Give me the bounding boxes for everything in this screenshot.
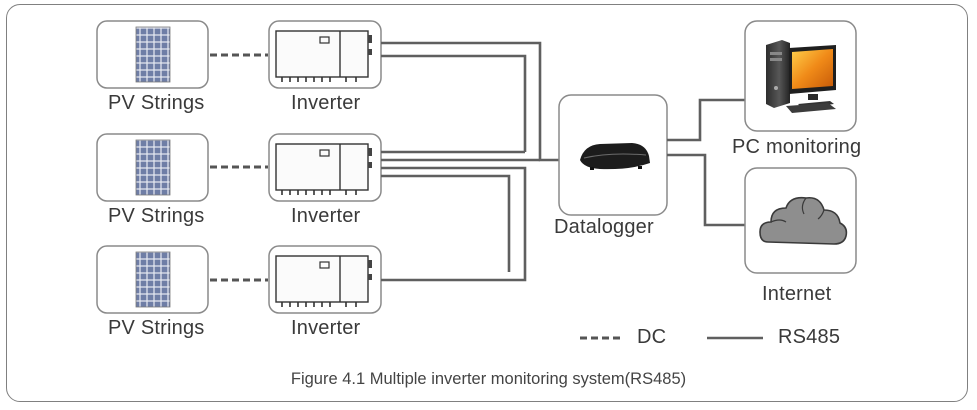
pv-string-2 bbox=[96, 133, 209, 202]
datalogger-label: Datalogger bbox=[554, 216, 654, 238]
link-pc bbox=[667, 98, 745, 142]
inverter-2 bbox=[268, 133, 382, 202]
pv-string-1 bbox=[96, 20, 209, 89]
legend-dc-label: DC bbox=[637, 326, 667, 348]
inverter-icon bbox=[275, 143, 372, 195]
datalogger-icon bbox=[580, 143, 650, 170]
pv-strings-label-2: PV Strings bbox=[108, 205, 205, 227]
link-internet bbox=[667, 153, 745, 227]
computer-icon bbox=[766, 40, 836, 113]
inverter-label-2: Inverter bbox=[291, 205, 361, 227]
rs485-link-1b bbox=[381, 54, 527, 152]
solar-panel-icon bbox=[135, 251, 171, 308]
inverter-icon bbox=[275, 30, 372, 82]
cloud-icon bbox=[759, 196, 848, 245]
inverter-label-3: Inverter bbox=[291, 317, 361, 339]
datalogger bbox=[558, 94, 668, 216]
inverter-3 bbox=[268, 245, 382, 314]
pv-string-3 bbox=[96, 245, 209, 314]
pc-monitoring-label: PC monitoring bbox=[732, 136, 862, 158]
pc-monitoring bbox=[744, 20, 857, 132]
solar-panel-icon bbox=[135, 139, 171, 196]
figure-frame bbox=[6, 4, 968, 402]
legend-rs485-label: RS485 bbox=[778, 326, 841, 348]
rs485-link-3a bbox=[381, 166, 527, 282]
inverter-1 bbox=[268, 20, 382, 89]
solar-panel-icon bbox=[135, 26, 171, 83]
internet bbox=[744, 167, 857, 274]
internet-label: Internet bbox=[762, 283, 832, 305]
figure-caption: Figure 4.1 Multiple inverter monitoring … bbox=[290, 370, 687, 388]
rs485-link-1a bbox=[381, 41, 570, 162]
pv-strings-label-3: PV Strings bbox=[108, 317, 205, 339]
pv-strings-label-1: PV Strings bbox=[108, 92, 205, 114]
inverter-icon bbox=[275, 255, 372, 307]
inverter-label-1: Inverter bbox=[291, 92, 361, 114]
rs485-link-3b bbox=[381, 174, 511, 272]
